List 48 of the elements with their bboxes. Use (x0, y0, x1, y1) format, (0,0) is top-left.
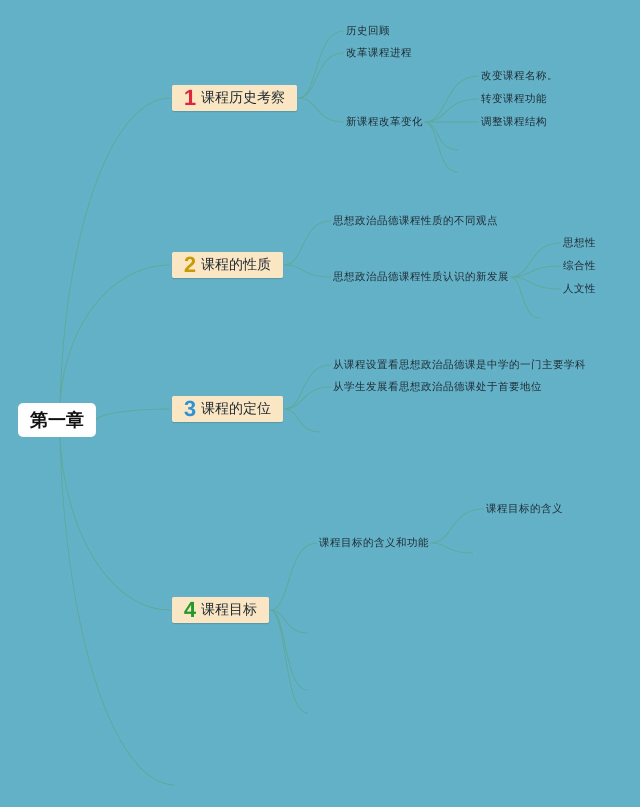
branch-line (284, 364, 332, 410)
root-box: 第一章 (18, 403, 96, 437)
branch-line (270, 610, 308, 714)
branch-label: 从学生发展看思想政治品德课处于首要地位 (333, 379, 542, 395)
branch-label: 课程目标的含义 (486, 501, 563, 517)
topic-title: 课程历史考察 (201, 89, 286, 107)
branch-label: 历史回顾 (346, 23, 390, 39)
branch-label: 转变课程功能 (481, 91, 547, 107)
branch-label: 改革课程进程 (346, 45, 412, 61)
branch-line (60, 436, 176, 786)
branch-line (270, 610, 308, 690)
branch-line (510, 276, 562, 290)
branch-line (510, 276, 540, 318)
topic-box (172, 396, 283, 422)
branch-label: 新课程改革变化 (346, 114, 423, 130)
branch-line (284, 408, 320, 432)
branch-line (270, 610, 308, 634)
branch-line (424, 122, 458, 150)
branch-label: 课程目标的含义和功能 (319, 535, 429, 551)
topic-number: 4 (184, 597, 196, 623)
topic-number: 1 (184, 85, 196, 111)
branch-line (284, 220, 332, 266)
topic-title: 课程的性质 (201, 256, 272, 274)
branch-label: 思想政治品德课程性质认识的新发展 (333, 269, 509, 285)
branch-line (424, 76, 480, 122)
topic-box (172, 85, 297, 111)
branch-label: 思想性 (563, 235, 596, 251)
branch-label: 人文性 (563, 281, 596, 297)
topic-title: 课程目标 (201, 601, 258, 619)
branch-line (298, 98, 344, 122)
branch-line (284, 264, 332, 278)
branch-line (96, 408, 170, 420)
branch-label: 从课程设置看思想政治品德课是中学的一门主要学科 (333, 357, 586, 373)
branch-line (270, 542, 318, 610)
topic-title: 课程的定位 (201, 400, 272, 418)
branch-line (298, 52, 344, 98)
branch-line (430, 542, 474, 554)
branch-label: 调整课程结构 (481, 114, 547, 130)
topic-number: 3 (184, 396, 196, 422)
topic-number: 2 (184, 252, 196, 278)
branch-line (424, 122, 458, 172)
topic-box (172, 597, 269, 623)
branch-label: 思想政治品德课程性质的不同观点 (333, 213, 498, 229)
branch-line (60, 264, 170, 404)
topic-box (172, 252, 283, 278)
branch-label: 改变课程名称。 (481, 68, 558, 84)
branch-label: 综合性 (563, 258, 596, 274)
branch-line (284, 386, 332, 410)
